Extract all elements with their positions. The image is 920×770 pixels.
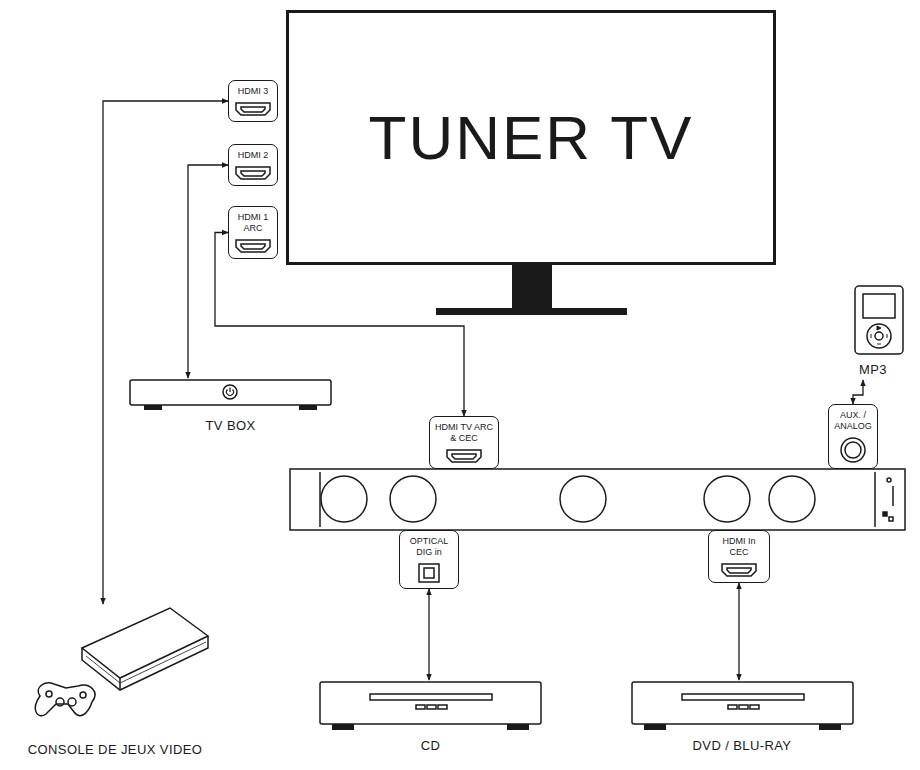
- bluray-player: DVD / BLU-RAY: [627, 678, 857, 753]
- cable-connector: [188, 165, 228, 378]
- hdmi-port: HDMI 1 ARC: [228, 206, 278, 259]
- hdmi-port: HDMI TV ARC & CEC: [429, 416, 499, 469]
- optical-socket: [417, 562, 441, 584]
- tv-box-illustration: [128, 378, 333, 412]
- tv-box: TV BOX: [128, 378, 333, 433]
- hdmi-socket: [234, 101, 272, 117]
- port-label: HDMI 2: [238, 150, 269, 161]
- device-label: MP3: [859, 362, 887, 377]
- port-label: HDMI 1 ARC: [232, 212, 274, 234]
- game-console: CONSOLE DE JEUX VIDEO: [20, 596, 210, 757]
- optical-port: OPTICAL DIG in: [399, 530, 459, 589]
- port-label: HDMI 3: [238, 86, 269, 97]
- hdmi-port: HDMI 2: [228, 144, 278, 186]
- hdmi-socket: [720, 562, 758, 578]
- player-illustration: [630, 678, 855, 732]
- jack-socket: [839, 436, 867, 464]
- device-label: CONSOLE DE JEUX VIDEO: [28, 742, 203, 757]
- hdmi-socket: [234, 238, 272, 254]
- mp3-player-illustration: [833, 284, 913, 356]
- cable-connector: [738, 583, 739, 680]
- tv-stand: [512, 265, 552, 308]
- mp3-player: MP3: [833, 284, 913, 377]
- port-label: HDMI TV ARC & CEC: [433, 422, 495, 444]
- port-label: HDMI In CEC: [712, 536, 766, 558]
- hdmi-socket: [234, 165, 272, 181]
- device-label: CD: [421, 738, 441, 753]
- cable-connector: [103, 101, 228, 604]
- game-console-illustration: [20, 596, 210, 736]
- hdmi-socket: [445, 448, 483, 464]
- device-label: TV BOX: [205, 418, 255, 433]
- cable-connector: [428, 589, 429, 680]
- hdmi-port: HDMI 3: [228, 80, 278, 122]
- cable-connector: [853, 380, 863, 404]
- port-label: AUX. / ANALOG: [832, 410, 874, 432]
- screen-label: TUNER TV: [369, 102, 694, 173]
- player-illustration: [318, 678, 543, 732]
- hdmi-port: HDMI In CEC: [708, 530, 770, 583]
- cd-player: CD: [318, 678, 543, 753]
- tv-base: [436, 308, 627, 315]
- soundbar: [290, 469, 905, 530]
- device-label: DVD / BLU-RAY: [693, 738, 792, 753]
- tv-screen: TUNER TV: [286, 10, 776, 265]
- port-label: OPTICAL DIG in: [403, 536, 455, 558]
- aux-port: AUX. / ANALOG: [828, 404, 878, 469]
